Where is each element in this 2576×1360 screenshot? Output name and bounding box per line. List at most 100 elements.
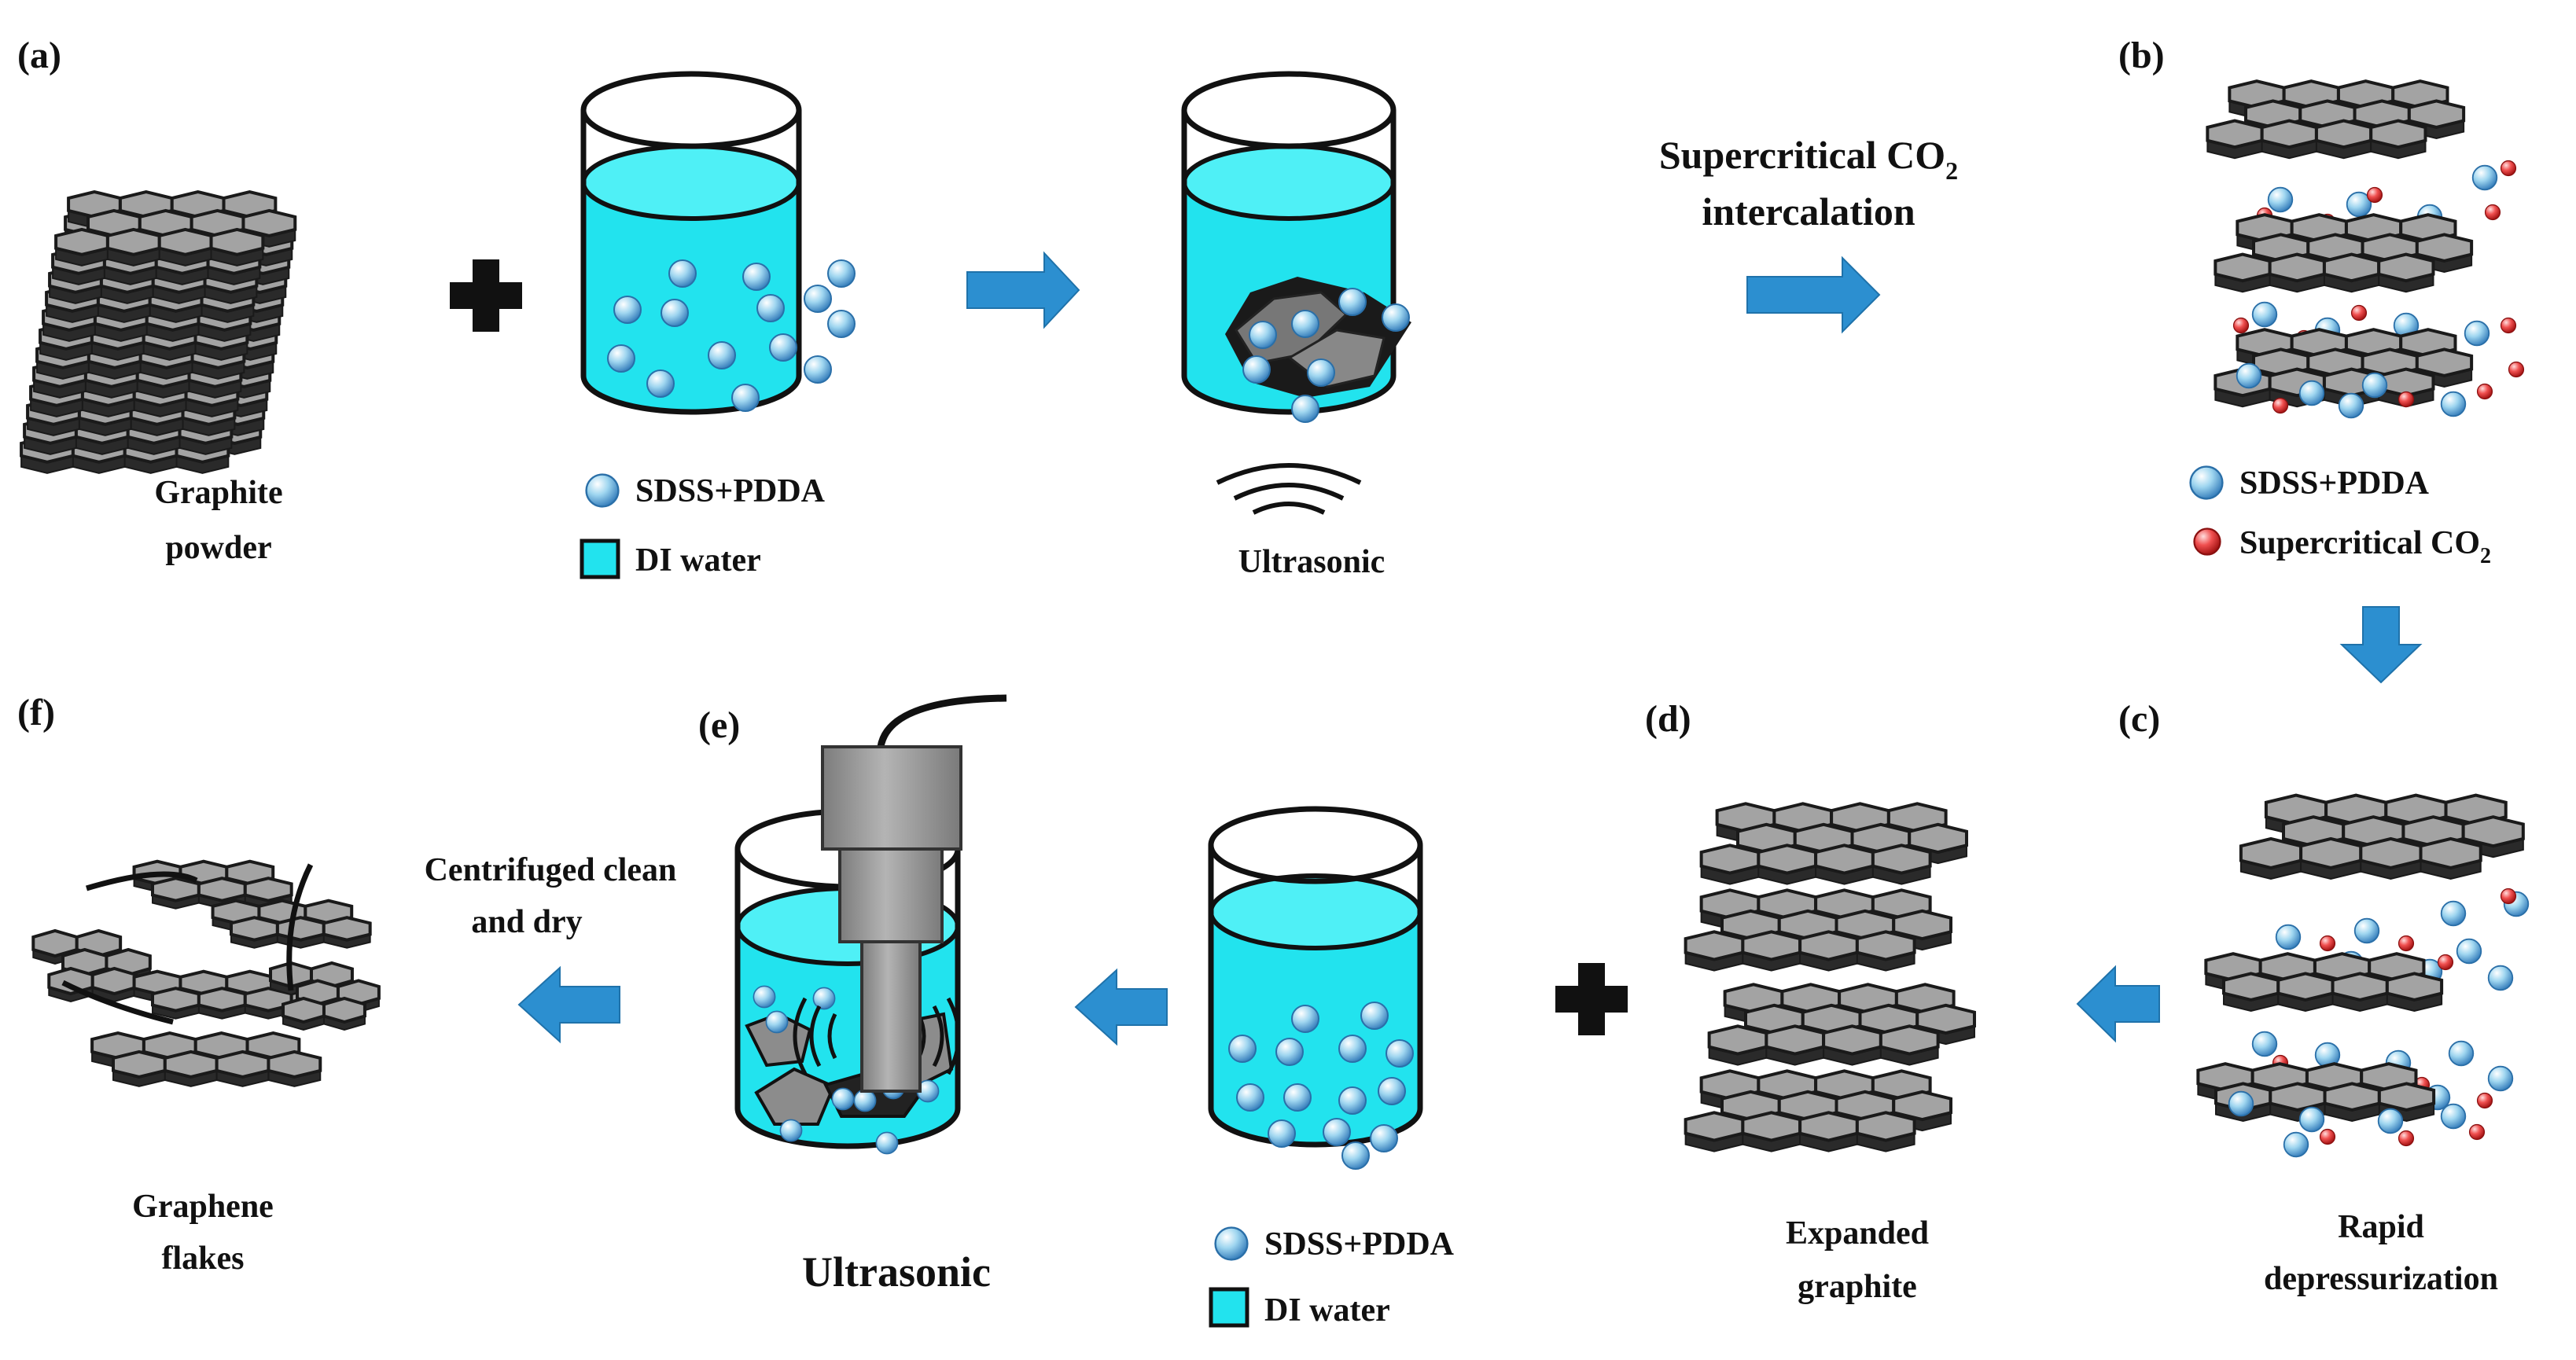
hex-sheet (2206, 119, 2264, 160)
expanded-graphite-layers (1684, 802, 1976, 1152)
arrow-icon (1074, 968, 1168, 1046)
centrifuge-label-line1: Centrifuged clean (425, 852, 677, 888)
hex-sheet (1757, 844, 1818, 885)
ultrasonic-label: Ultrasonic (1238, 544, 1386, 580)
hex-sheet (2322, 252, 2381, 293)
hex-sheet (1684, 930, 1745, 972)
rapid-label-line1: Rapid (2338, 1209, 2424, 1245)
hex-sheet (47, 966, 94, 1003)
graphite-label-line2: powder (165, 530, 271, 566)
scco2-label-line2: intercalation (1702, 189, 1915, 233)
hex-sheet (1684, 1111, 1745, 1152)
panel-label-f: (f) (17, 692, 55, 733)
expanded-label-line1: Expanded (1786, 1215, 1929, 1252)
depressurized-graphite-layers (2196, 793, 2530, 1158)
hex-sheet (2222, 972, 2280, 1013)
panel-label-c: (c) (2118, 698, 2160, 740)
hex-sheet (2323, 1082, 2381, 1123)
scco2-label-line1: Supercritical CO2 (1659, 133, 1958, 185)
panel-label-d: (d) (1645, 698, 1691, 740)
beaker-surfactant-solution-2 (1208, 806, 1423, 1170)
graphite-label-line1: Graphite (154, 475, 282, 511)
hex-sheet (2419, 836, 2482, 880)
expanded-label-line2: graphite (1798, 1269, 1917, 1305)
hex-sheet (2299, 836, 2363, 880)
water-swatch-icon (1209, 1287, 1249, 1328)
centrifuge-label-line2: and dry (471, 904, 582, 940)
hex-sheet (2268, 252, 2326, 293)
legend2-sdss-pdda: SDSS+PDDA (1264, 1226, 1455, 1263)
panel-label-a: (a) (17, 35, 61, 76)
hex-sheet (2214, 252, 2272, 293)
water-swatch-icon (580, 538, 620, 579)
plus-icon (1555, 963, 1628, 1035)
hex-sheet (1879, 1024, 1940, 1066)
hex-sheet (54, 227, 109, 266)
ultrasonic-probe-label: Ultrasonic (802, 1248, 991, 1296)
hex-sheet (197, 987, 247, 1020)
blue-sphere-icon (1214, 1226, 1249, 1261)
hex-sheet (1822, 1024, 1882, 1066)
hex-sheet (112, 1049, 167, 1087)
hex-sheet (2239, 836, 2303, 880)
hex-sheet (1741, 1111, 1802, 1152)
beaker-surfactant-solution (580, 71, 856, 415)
hex-sheet (1871, 844, 1932, 885)
text-layer: (a) (b) (c) (d) (e) (f) Graphite powder … (17, 35, 2498, 1329)
hex-sheet (1798, 930, 1859, 972)
legend-sdss-pdda: SDSS+PDDA (635, 473, 826, 509)
hex-sheet (322, 916, 372, 949)
arrow-icon (966, 251, 1080, 329)
hex-sheet (322, 996, 366, 1031)
hex-sheet (230, 916, 279, 949)
legend-b-sdss-pdda: SDSS+PDDA (2239, 465, 2430, 502)
panel-label-e: (e) (698, 704, 740, 746)
legend-di-water: DI water (635, 542, 761, 579)
hex-sheet (163, 1049, 219, 1087)
graphene-label-line2: flakes (162, 1241, 245, 1277)
hex-sheet (1798, 1111, 1859, 1152)
hex-sheet (1814, 844, 1875, 885)
graphene-flakes-illustration (31, 859, 381, 1087)
arrow-icon (1746, 255, 1881, 334)
arrow-icon (2076, 965, 2160, 1043)
hex-sheet (2377, 252, 2435, 293)
legend2-di-water: DI water (1264, 1292, 1390, 1329)
hex-sheet (2260, 119, 2318, 160)
hex-sheet (2385, 972, 2444, 1013)
graphene-label-line1: Graphene (132, 1189, 274, 1225)
red-sphere-icon (2193, 527, 2221, 556)
panel-label-b: (b) (2118, 35, 2165, 76)
arrow-icon (2339, 606, 2423, 684)
hex-sheet (1741, 930, 1802, 972)
blue-sphere-icon (585, 473, 620, 508)
hex-sheet (90, 966, 138, 1003)
hex-sheet (1855, 1111, 1916, 1152)
hex-sheet (151, 987, 201, 1020)
hex-sheet (275, 916, 326, 949)
hex-sheet (1765, 1024, 1826, 1066)
hex-sheet (2314, 119, 2373, 160)
ultrasonic-wave-icon (1216, 463, 1362, 515)
plus-icon (450, 259, 522, 332)
legend-b-co2: Supercritical CO2 (2239, 525, 2491, 568)
hex-sheet (105, 227, 161, 266)
hex-sheet (2359, 836, 2423, 880)
arrow-icon (517, 965, 620, 1044)
hex-sheet (151, 877, 201, 910)
hex-sheet (1699, 844, 1761, 885)
hex-sheet (282, 996, 326, 1031)
blue-sphere-icon (2189, 465, 2224, 500)
intercalated-graphite-layers (2206, 79, 2525, 419)
beaker-ultrasonic-bath (1181, 71, 1411, 423)
hex-sheet (215, 1049, 270, 1087)
hex-sheet (1855, 930, 1916, 972)
rapid-label-line2: depressurization (2264, 1261, 2498, 1297)
hex-sheet (2369, 119, 2427, 160)
graphite-powder-stack (20, 189, 297, 474)
ultrasonic-probe (821, 694, 1007, 1093)
hex-sheet (267, 1049, 322, 1087)
hex-sheet (209, 227, 265, 266)
hex-sheet (2276, 972, 2335, 1013)
